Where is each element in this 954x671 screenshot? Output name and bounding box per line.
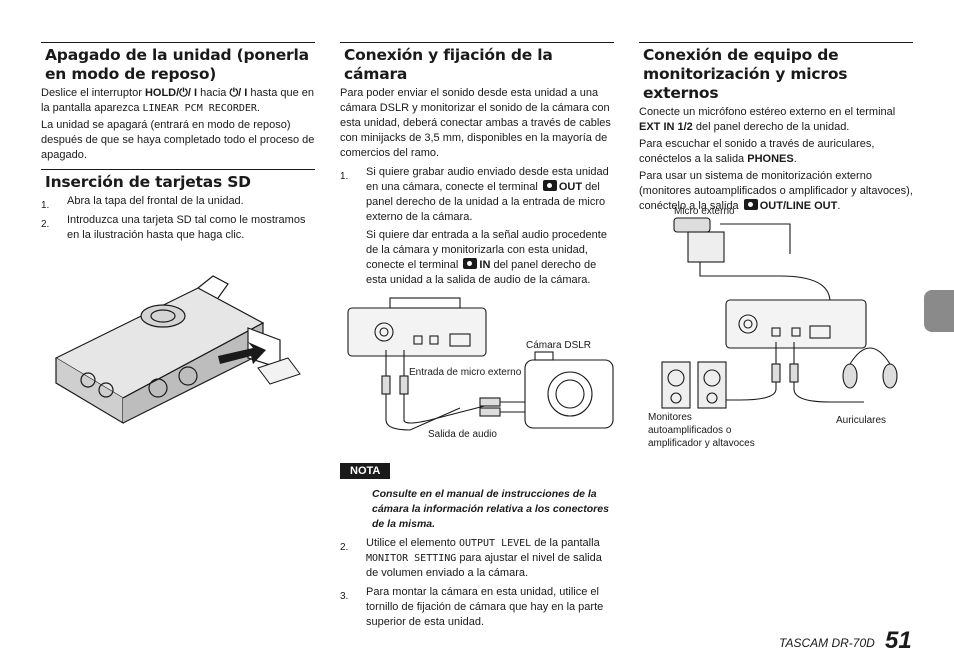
phones-text: Para escuchar el sonido a través de auri… [639,138,875,165]
monitoring-diagram [661,217,898,409]
step-2: 2. Utilice el elemento OUTPUT LEVEL de l… [340,537,602,579]
line-out-text: Para usar un sistema de monitorización e… [639,170,913,212]
column-2: Conexión y fijación de la cámara Para po… [340,42,614,288]
sd-card-illustration [54,275,301,425]
camera-connection-diagram [347,297,614,431]
heading-power-off: Apagado de la unidad (ponerla en modo de… [45,46,309,83]
column-1: Apagado de la unidad (ponerla en modo de… [41,42,315,243]
label-monitors: Monitores autoamplificados o amplificado… [648,412,755,449]
heading-camera: Conexión y fijación de la cámara [344,46,553,83]
step-2: 2.Introduzca una tarjeta SD tal como le … [41,214,306,241]
nota-badge: NOTA [340,463,391,479]
chapter-tab [924,290,954,332]
label-headphones: Auriculares [836,415,887,426]
insert-arrow-icon [218,342,266,364]
footer-model: TASCAM DR-70D [779,636,875,650]
section-rule [340,42,614,43]
page-number: 51 [885,627,912,654]
ext-mic-text: Conecte un micrófono estéreo externo en … [639,106,896,133]
step-3: 3.Para montar la cámara en esta unidad, … [340,586,604,628]
label-mic-input: Entrada de micro externo [409,367,522,378]
camera-in-icon [463,258,478,269]
heading-monitoring: Conexión de equipo de monitorización y m… [643,46,848,102]
section-rule [639,42,913,43]
label-audio-out: Salida de audio [428,429,497,440]
camera-out-icon [542,180,557,191]
label-ext-mic: Micro externo [674,206,735,217]
power-off-note: La unidad se apagará (entrará en modo de… [41,119,315,161]
column-3: Conexión de equipo de monitorización y m… [639,42,913,216]
nota-block: NOTA Consulte en el manual de instruccio… [340,461,614,630]
section-rule [41,42,315,43]
camera-out-icon [743,199,758,210]
section-rule [41,169,315,170]
camera-intro: Para poder enviar el sonido desde esta u… [340,87,611,159]
power-off-text: Deslice el interruptor HOLD/⏻/ I hacia ⏻… [41,87,315,114]
label-dslr: Cámara DSLR [526,340,592,351]
step-1: 1.Abra la tapa del frontal de la unidad. [41,195,244,211]
heading-sd-card: Inserción de tarjetas SD [45,173,251,191]
nota-text: Consulte en el manual de instrucciones d… [372,488,609,530]
step-1: 1. Si quiere grabar audio enviado desde … [340,166,609,286]
sd-card-icon [257,357,301,385]
